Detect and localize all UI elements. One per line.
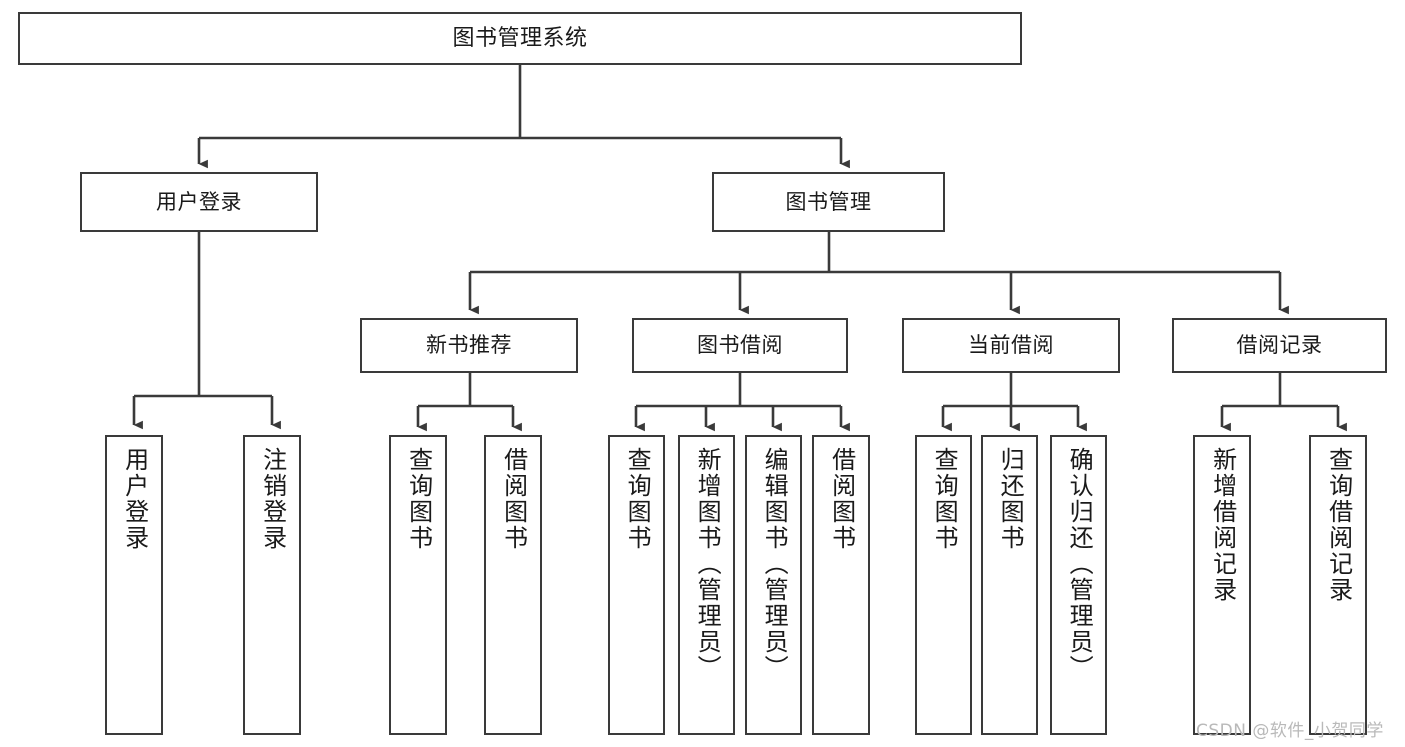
node-current-borrow[interactable]: 当前借阅 [902, 318, 1120, 373]
node-label: 用户登录 [120, 447, 149, 551]
node-label: 查询图书 [623, 447, 652, 551]
node-new-book-recommend[interactable]: 新书推荐 [360, 318, 578, 373]
node-label: 图书管理 [785, 189, 872, 214]
node-label: 借阅图书 [499, 447, 528, 551]
edges-bookborrow-to-leaves [634, 373, 850, 432]
node-user-login[interactable]: 用户登录 [80, 172, 318, 232]
leaf-add-book-admin[interactable]: 新增图书（管理员） [678, 435, 735, 735]
node-book-manage[interactable]: 图书管理 [712, 172, 945, 232]
node-label: 新增图书（管理员） [693, 447, 722, 681]
leaf-confirm-return-admin[interactable]: 确认归还（管理员） [1050, 435, 1107, 735]
csdn-watermark: CSDN @软件_小贺同学 [1196, 721, 1384, 741]
leaf-edit-book-admin[interactable]: 编辑图书（管理员） [745, 435, 802, 735]
node-label: 借阅记录 [1236, 333, 1323, 358]
node-label: 当前借阅 [968, 333, 1054, 358]
edges-currentborrow-to-leaves [941, 373, 1087, 432]
leaf-borrow-book-recommend[interactable]: 借阅图书 [484, 435, 542, 735]
node-root-book-management-system[interactable]: 图书管理系统 [18, 12, 1022, 65]
leaf-user-login[interactable]: 用户登录 [105, 435, 163, 735]
leaf-add-borrow-record[interactable]: 新增借阅记录 [1193, 435, 1251, 735]
edges-newbook-to-leaves [416, 373, 522, 432]
node-label: 查询图书 [930, 447, 959, 551]
leaf-query-borrow-record[interactable]: 查询借阅记录 [1309, 435, 1367, 735]
node-borrow-record[interactable]: 借阅记录 [1172, 318, 1387, 373]
node-label: 用户登录 [156, 189, 242, 214]
node-label: 图书借阅 [697, 333, 783, 358]
node-label: 编辑图书（管理员） [760, 447, 789, 681]
leaf-borrow-book[interactable]: 借阅图书 [812, 435, 870, 735]
node-label: 新书推荐 [426, 333, 512, 358]
edges-borrowrecord-to-leaves [1220, 373, 1347, 432]
node-label: 借阅图书 [827, 447, 856, 551]
node-label: 确认归还（管理员） [1065, 447, 1094, 681]
edges-userlogin-to-leaves [132, 232, 281, 430]
node-label: 注销登录 [258, 447, 287, 551]
node-label: 新增借阅记录 [1208, 447, 1237, 603]
leaf-return-book[interactable]: 归还图书 [981, 435, 1038, 735]
leaf-query-book-borrow[interactable]: 查询图书 [608, 435, 665, 735]
node-label: 查询借阅记录 [1324, 447, 1353, 603]
node-book-borrow[interactable]: 图书借阅 [632, 318, 848, 373]
node-label: 查询图书 [404, 447, 433, 551]
edges-root-to-level2 [197, 65, 850, 169]
node-label: 图书管理系统 [452, 25, 588, 51]
leaf-query-book-recommend[interactable]: 查询图书 [389, 435, 447, 735]
edges-bookmanage-to-level3 [468, 232, 1289, 315]
leaf-logout-login[interactable]: 注销登录 [243, 435, 301, 735]
leaf-query-book-current[interactable]: 查询图书 [915, 435, 972, 735]
node-label: 归还图书 [996, 447, 1025, 551]
